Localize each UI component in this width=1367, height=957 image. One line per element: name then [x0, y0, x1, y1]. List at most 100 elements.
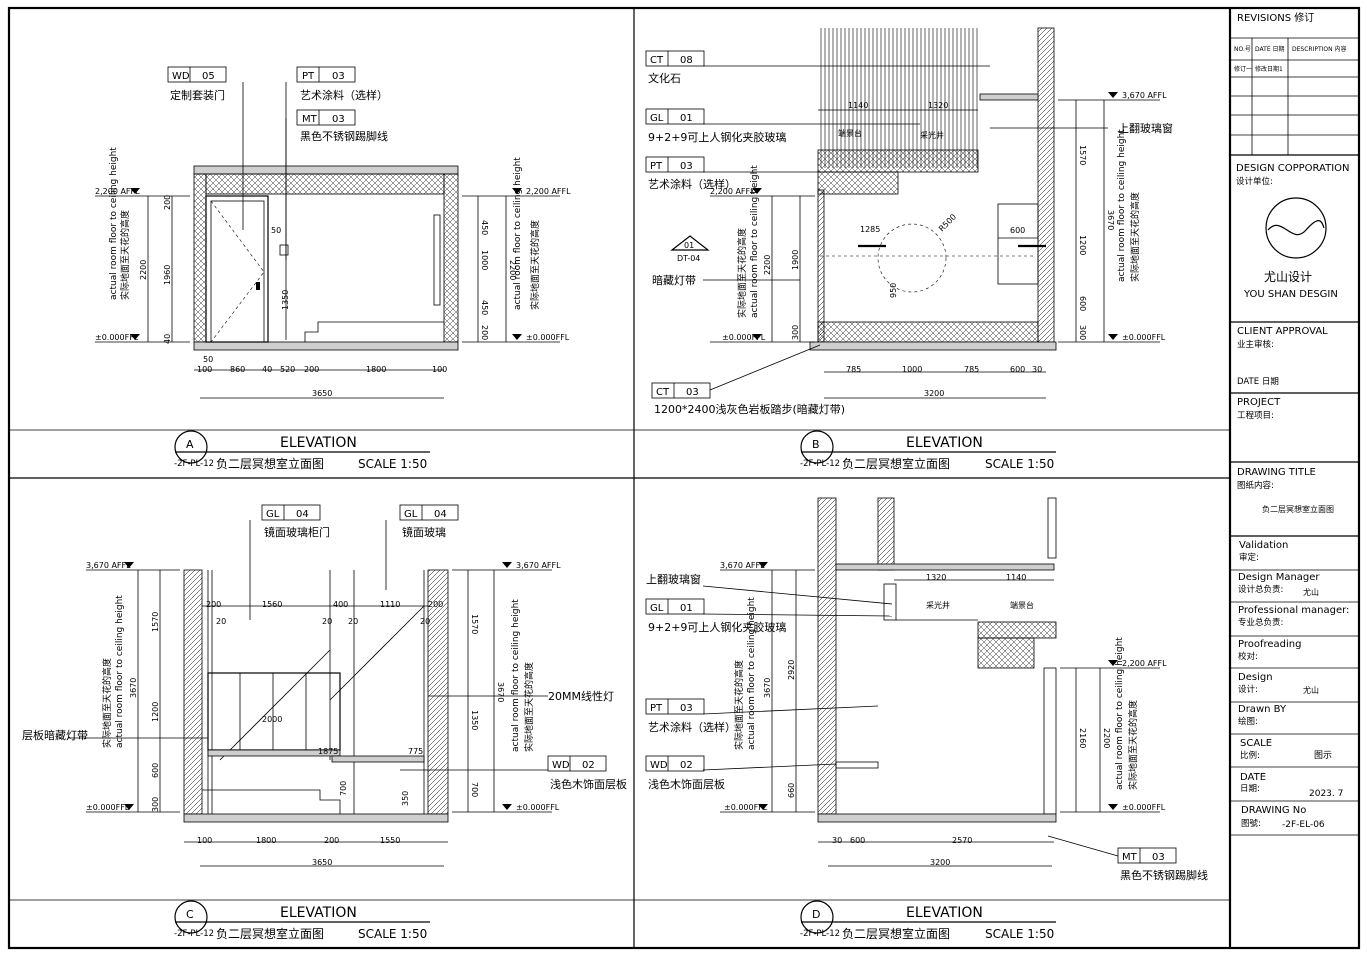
a-dim-b2: 860 [230, 365, 245, 374]
c-dim-t1: 1560 [262, 600, 282, 609]
d-vnote-right-en: actual room floor to ceiling height [1115, 637, 1125, 790]
d-tag-wd02-num: 02 [680, 760, 693, 771]
d-window-frame [883, 583, 897, 621]
c-tag-gl04b-code: GL [404, 509, 418, 520]
tb-scale-val: 图示 [1314, 750, 1332, 761]
tb-design: Design [1238, 672, 1273, 683]
a-ceiling [193, 165, 459, 175]
c-dim-r3: 3670 [496, 682, 505, 702]
b-tag-gl01-code: GL [650, 113, 664, 124]
d-dim-l1: 660 [787, 783, 796, 798]
a-vnote-right: 实际地面至天花的高度 [529, 220, 541, 310]
a-title-ref: -2F-PL-12 [174, 459, 214, 469]
b-tag-ct03: CT 03 1200*2400浅灰色岩板踏步(暗藏灯带) [651, 382, 845, 416]
tb-scale: SCALE [1240, 738, 1272, 749]
d-tag-pt03-note: 艺术涂料（选样） [648, 720, 736, 734]
c-tag-gl04b: GL 04 镜面玻璃 [399, 504, 459, 539]
a-title-heading: ELEVATION [280, 435, 357, 451]
d-dim-b0: 30 [832, 836, 842, 845]
c-left-wall [183, 569, 203, 815]
d-tag-wd02-note: 浅色木饰面层板 [648, 777, 725, 791]
c-dim-b2: 200 [324, 836, 339, 845]
c-title-ref: -2F-PL-12 [174, 929, 214, 939]
a-dim-l2: 40 [163, 334, 172, 344]
c-shelf [207, 749, 341, 757]
c-tag-wd02-num: 02 [582, 760, 595, 771]
c-floor [183, 813, 449, 823]
c-dim-i4: 350 [401, 791, 410, 806]
tb-validation: Validation [1239, 540, 1288, 551]
b-title-name: 负二层冥想室立面图 [842, 456, 950, 471]
b-dim-b3: 600 [1010, 365, 1025, 374]
tb-dm-cn: 设计总负责: [1238, 584, 1283, 595]
c-tag-gl04a-num: 04 [296, 509, 309, 520]
a-vnote-left: 实际地面至天花的高度 [119, 210, 131, 300]
b-vnote-right-en: actual room floor to ceiling height [1117, 129, 1127, 282]
d-title-letter: D [812, 908, 820, 921]
b-floor-steps [817, 321, 1039, 343]
b-label-0: 端景台 [838, 128, 862, 138]
a-title-name: 负二层冥想室立面图 [216, 456, 324, 471]
c-tag-gl04a: GL 04 镜面玻璃柜门 [261, 504, 330, 539]
c-vnote-right-en: actual room floor to ceiling height [511, 599, 521, 752]
d-tag-mt03-num: 03 [1152, 852, 1165, 863]
a-dim-l1: 1960 [163, 265, 172, 285]
c-dim-b0: 100 [197, 836, 212, 845]
a-dim-i1: 1350 [281, 290, 290, 310]
d-right-wall-lower [1043, 667, 1057, 815]
b-level-top-right: 3,670 AFFL [1122, 91, 1167, 100]
c-dim-b1: 1800 [256, 836, 276, 845]
tb-rev-col-0: NO.号 [1234, 46, 1251, 53]
a-tag-wd-num: 05 [202, 71, 215, 82]
d-vnote-left: 实际地面至天花的高度 [733, 660, 745, 750]
tb-date-val: 2023. 7 [1309, 789, 1343, 799]
d-title-ref: -2F-PL-12 [800, 929, 840, 939]
a-switch [279, 244, 289, 256]
b-dim-t0: 1140 [848, 101, 868, 110]
tb-pm-cn: 专业总负责: [1238, 617, 1283, 628]
a-dim-b4: 520 [280, 365, 295, 374]
b-section-marker: 01 DT-04 [670, 235, 710, 263]
a-dim-total: 3650 [312, 389, 332, 398]
b-section-ref: DT-04 [677, 254, 700, 263]
d-tag-mt03-note: 黑色不锈钢踢脚线 [1120, 868, 1208, 882]
tb-dm: Design Manager [1238, 572, 1320, 583]
c-dim-b3: 1550 [380, 836, 400, 845]
c-vnote-right: 实际地面至天花的高度 [523, 662, 535, 752]
a-tag-wd: WD 05 定制套装门 [167, 66, 227, 102]
d-dim-r1: 2200 [1102, 728, 1111, 748]
c-title-letter: C [186, 908, 194, 921]
b-title-letter: B [812, 438, 820, 451]
d-vnote-left-en: actual room floor to ceiling height [747, 597, 757, 750]
d-dim-b2: 2570 [952, 836, 972, 845]
b-dim-b2: 785 [964, 365, 979, 374]
c-dim-l0: 1570 [151, 612, 160, 632]
a-vnote-left-en: actual room floor to ceiling height [109, 147, 119, 300]
tb-date-label: DATE 日期 [1237, 377, 1279, 387]
a-right-wall [443, 173, 459, 343]
d-dim-t1: 1140 [1006, 573, 1026, 582]
tb-rev-col-2: DESCRIPTION 内容 [1292, 45, 1347, 53]
b-dim-i3: 600 [1010, 226, 1025, 235]
d-ledge [977, 621, 1057, 639]
panel-b: CT 08 文化石 GL 01 9+2+9可上人钢化夹胶玻璃 PT 03 艺术涂… [645, 27, 1173, 471]
b-dim-r2: 600 [1078, 296, 1087, 311]
tb-project: PROJECT [1237, 397, 1281, 408]
tb-proof: Proofreading [1238, 639, 1302, 650]
a-door-swing [210, 200, 265, 343]
a-dim-r0: 450 [480, 220, 489, 235]
b-callout-light: 暗藏灯带 [652, 273, 696, 287]
b-glass-top [979, 93, 1039, 101]
c-vnote-left-en: actual room floor to ceiling height [115, 595, 125, 748]
d-ledge-lower [977, 637, 1035, 669]
b-dim-b0: 785 [846, 365, 861, 374]
a-tag-mt-num: 03 [332, 114, 345, 125]
a-tag-mt: MT 03 黑色不锈钢踢脚线 [296, 109, 388, 143]
d-title-scale: SCALE 1:50 [985, 927, 1054, 941]
d-tag-pt03: PT 03 艺术涂料（选样） [645, 698, 736, 734]
c-dim-l1: 1200 [151, 702, 160, 722]
c-dim-s1: 20 [322, 617, 332, 626]
b-left-wall [817, 189, 825, 343]
a-level-bottom-right: ±0.000FFL [526, 333, 570, 342]
